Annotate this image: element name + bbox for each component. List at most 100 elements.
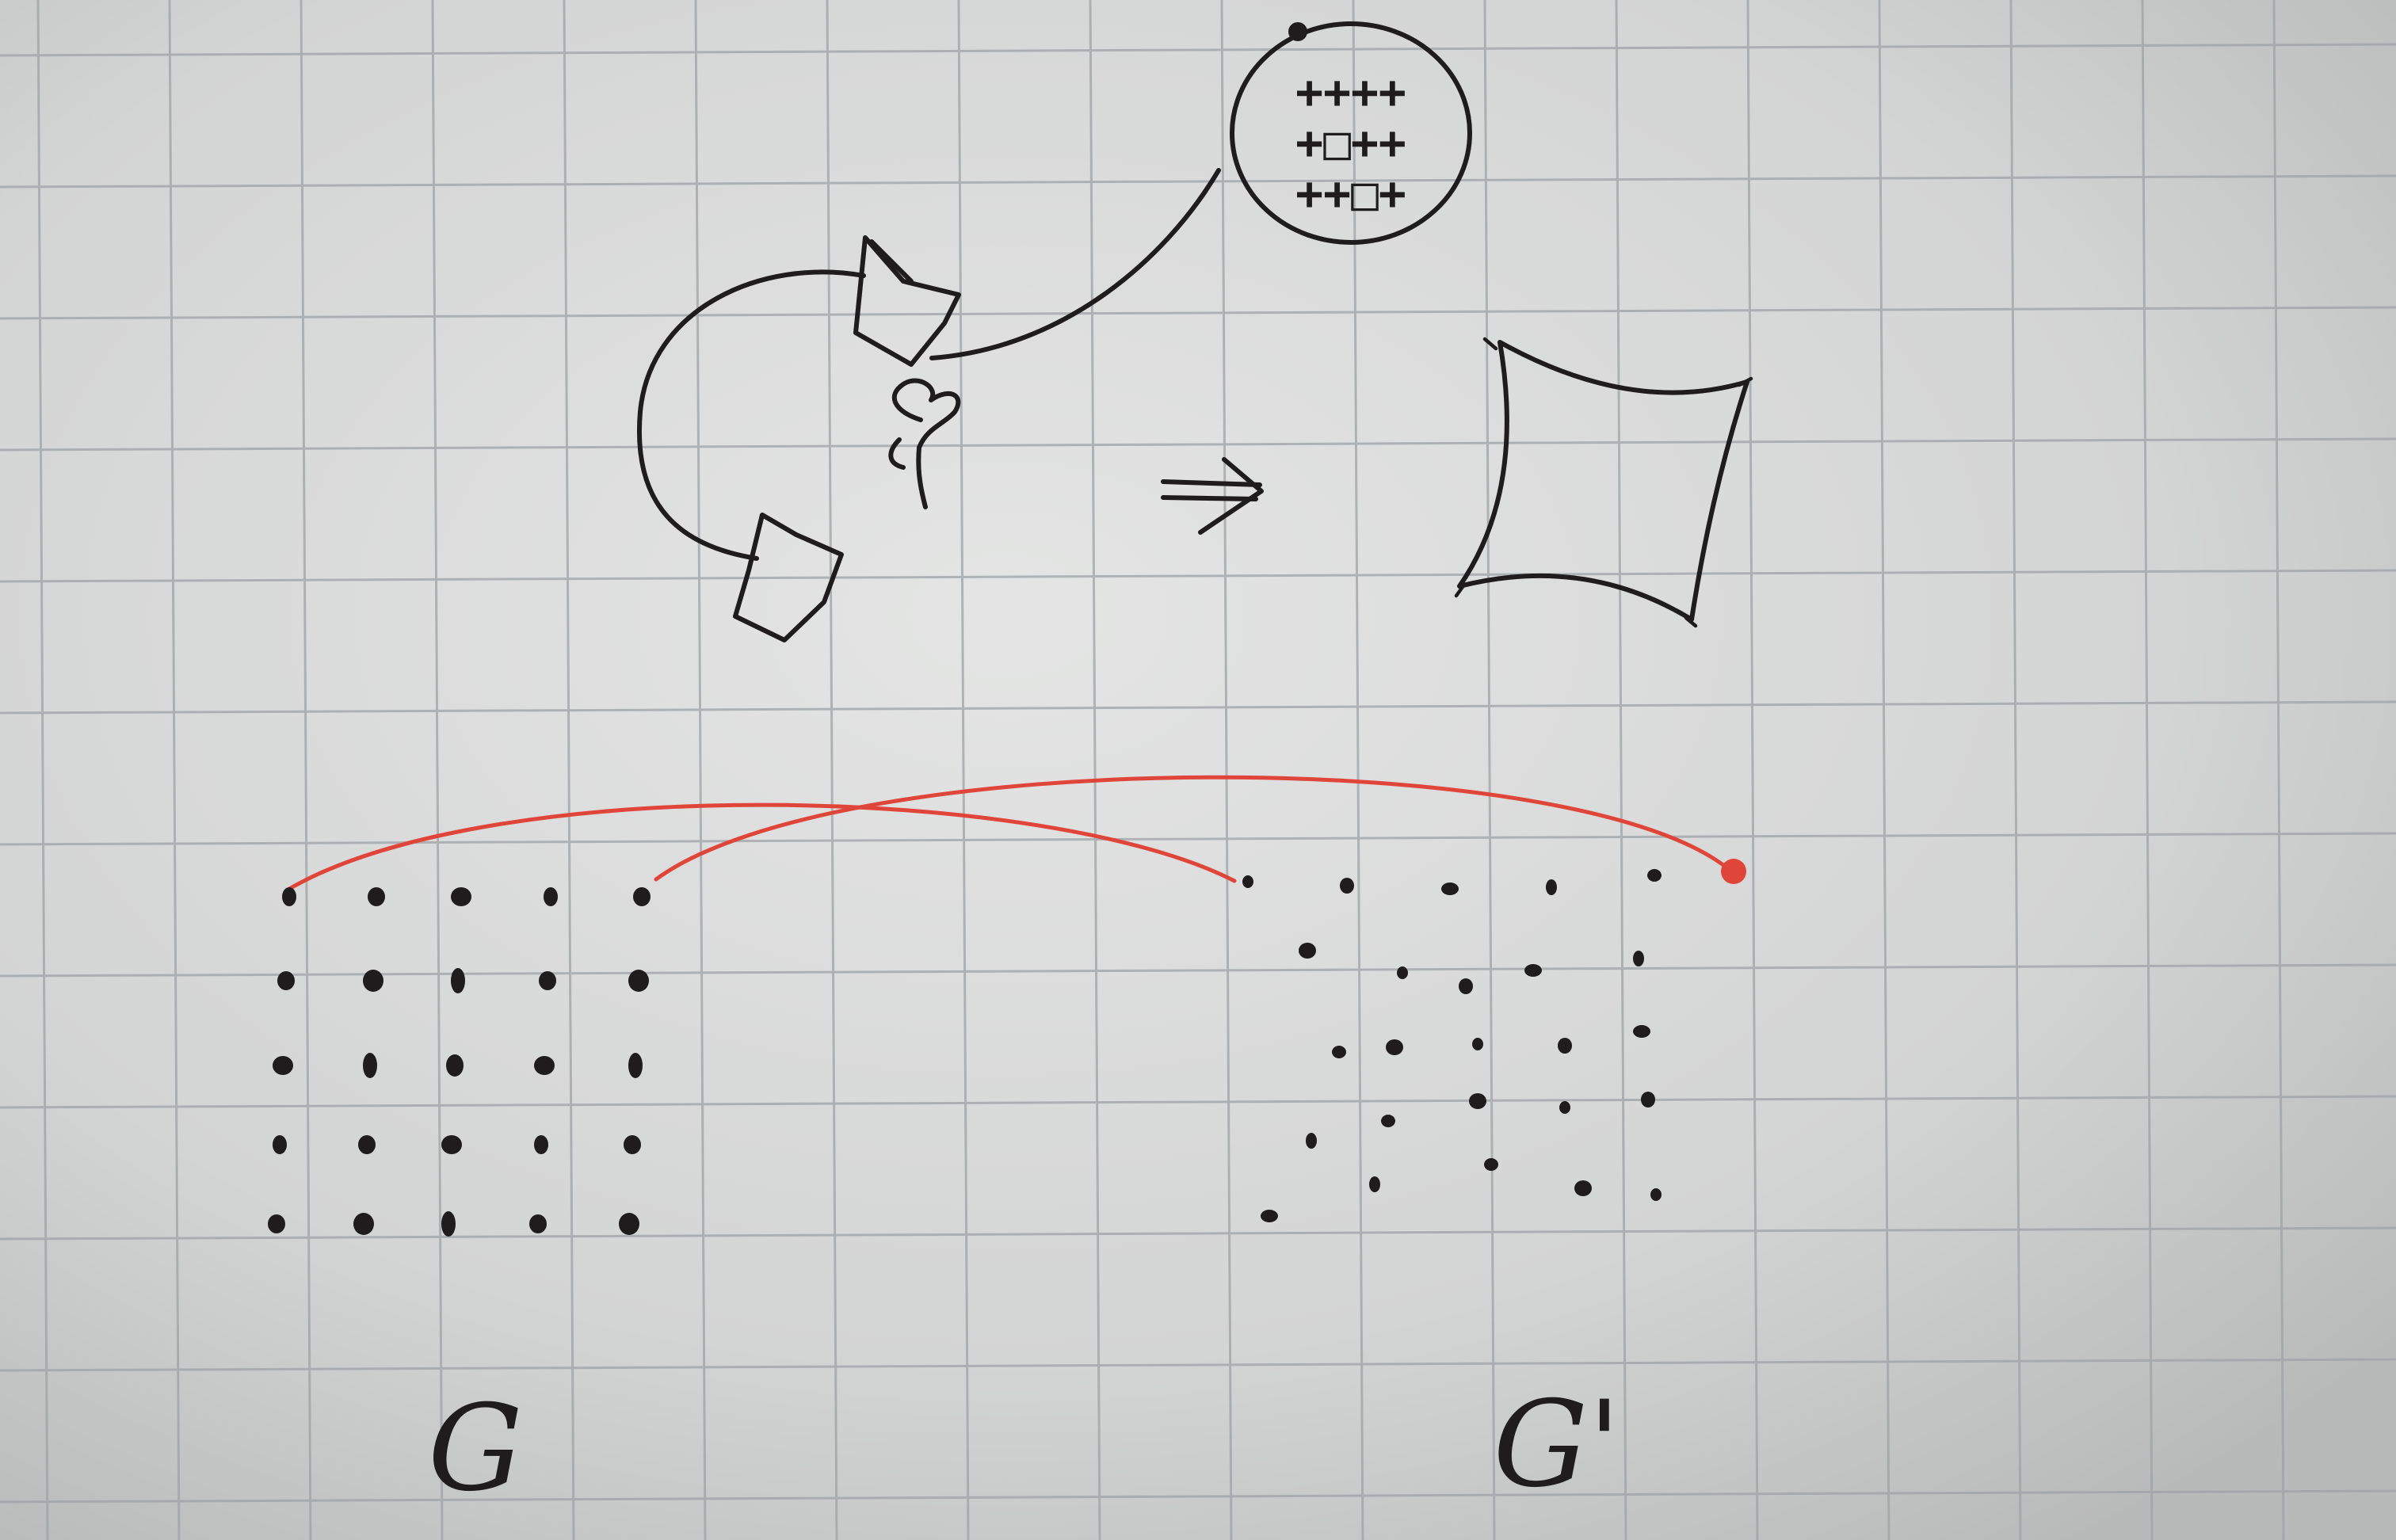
grid-label-g-prime: G' — [1493, 1376, 1620, 1514]
zoomed-grid-pattern: ++++ +□++ ++□+ — [1295, 65, 1406, 220]
magnifier-circle — [1230, 21, 1472, 245]
dot-grid-g — [268, 887, 651, 1237]
grid-line-horizontal — [0, 569, 2396, 583]
grid-point — [451, 968, 465, 993]
grid-line-vertical — [431, 0, 444, 1540]
grid-line-vertical — [2141, 0, 2154, 1540]
grid-line-vertical — [1220, 0, 1233, 1540]
grid-point — [1469, 1093, 1486, 1109]
grid-point — [1242, 875, 1253, 888]
warped-square-corner-tick — [1454, 337, 1753, 628]
grid-point — [268, 1214, 285, 1233]
grid-point — [273, 1135, 287, 1154]
grid-line-horizontal — [0, 174, 2396, 189]
zoomed-grid-row: +□++ — [1295, 116, 1406, 170]
grid-point — [1386, 1039, 1403, 1055]
grid-point — [534, 1135, 548, 1154]
grid-point — [539, 971, 556, 990]
grid-point — [628, 970, 649, 992]
grid-point — [1574, 1180, 1592, 1196]
grid-line-vertical — [957, 0, 970, 1540]
grid-point — [1546, 879, 1557, 895]
grid-line-vertical — [1746, 0, 1759, 1540]
grid-line-horizontal — [0, 832, 2396, 846]
connector-arc — [636, 269, 866, 561]
grid-line-vertical — [36, 0, 49, 1540]
grid-point — [277, 971, 295, 990]
upper-bracket-edge — [869, 239, 914, 284]
grid-point — [1524, 964, 1542, 977]
grid-point — [529, 1214, 547, 1233]
small-glyph — [888, 378, 961, 509]
grid-point — [1650, 1188, 1662, 1201]
grid-line-vertical — [300, 0, 312, 1540]
grid-point — [451, 887, 471, 906]
grid-line-horizontal — [0, 1489, 2396, 1504]
grid-point — [1369, 1176, 1380, 1192]
grid-point — [1299, 943, 1316, 959]
correspondence-endpoint — [1721, 859, 1746, 884]
grid-point — [1559, 1101, 1570, 1114]
grid-point — [446, 1054, 464, 1077]
grid-line-horizontal — [0, 1226, 2396, 1241]
grid-point — [534, 1056, 555, 1075]
grid-line-horizontal — [0, 306, 2396, 320]
upper-bracket — [853, 235, 961, 367]
grid-point — [633, 887, 651, 906]
grid-point — [1459, 978, 1473, 994]
grid-line-vertical — [1615, 0, 1627, 1540]
grid-point — [1647, 869, 1662, 882]
grid-point — [1306, 1133, 1317, 1149]
grid-point — [282, 887, 296, 906]
zoomed-grid-row: ++□+ — [1295, 166, 1406, 220]
grid-point — [363, 1053, 377, 1078]
grid-line-vertical — [694, 0, 707, 1540]
grid-line-horizontal — [0, 1358, 2396, 1372]
grid-point — [1484, 1158, 1498, 1171]
grid-point — [1641, 1092, 1655, 1107]
grid-line-horizontal — [0, 700, 2396, 715]
grid-point — [628, 1053, 643, 1078]
zoomed-grid-row: ++++ — [1295, 65, 1406, 119]
magnifier-dot — [1288, 22, 1307, 41]
grid-point — [624, 1135, 641, 1154]
correspondence-arc-1 — [287, 802, 1237, 891]
grid-point — [1397, 966, 1408, 979]
grid-point — [363, 970, 383, 992]
grid-point — [1633, 951, 1644, 966]
grid-point — [441, 1135, 462, 1154]
grid-point — [619, 1213, 639, 1235]
grid-point — [273, 1056, 293, 1075]
grid-point — [1441, 882, 1459, 895]
grid-line-vertical — [563, 0, 575, 1540]
grid-line-vertical — [1483, 0, 1496, 1540]
grid-point — [368, 887, 385, 906]
grid-line-horizontal — [0, 1095, 2396, 1109]
grid-line-horizontal — [0, 437, 2396, 452]
grid-point — [1340, 878, 1354, 894]
grid-line-vertical — [826, 0, 838, 1540]
grid-point — [1332, 1046, 1346, 1058]
grid-point — [1261, 1210, 1278, 1222]
grid-line-vertical — [168, 0, 181, 1540]
warped-square — [1457, 340, 1749, 622]
lower-bracket — [733, 513, 844, 642]
grid-line-vertical — [2272, 0, 2285, 1540]
grid-line-horizontal — [0, 43, 2396, 57]
grid-point — [353, 1213, 374, 1235]
grid-line-vertical — [2009, 0, 2022, 1540]
double-arrow-right-icon — [1161, 457, 1264, 535]
grid-point — [1472, 1038, 1483, 1050]
grid-point — [441, 1211, 456, 1237]
grid-point — [544, 887, 558, 906]
dot-grid-g-prime — [1242, 869, 1662, 1222]
correspondence-arc-2 — [654, 775, 1734, 882]
grid-point — [1381, 1115, 1395, 1127]
connector-cable — [929, 168, 1221, 360]
grid-point — [358, 1135, 376, 1154]
grid-point — [1558, 1038, 1572, 1054]
grid-line-vertical — [1089, 0, 1101, 1540]
